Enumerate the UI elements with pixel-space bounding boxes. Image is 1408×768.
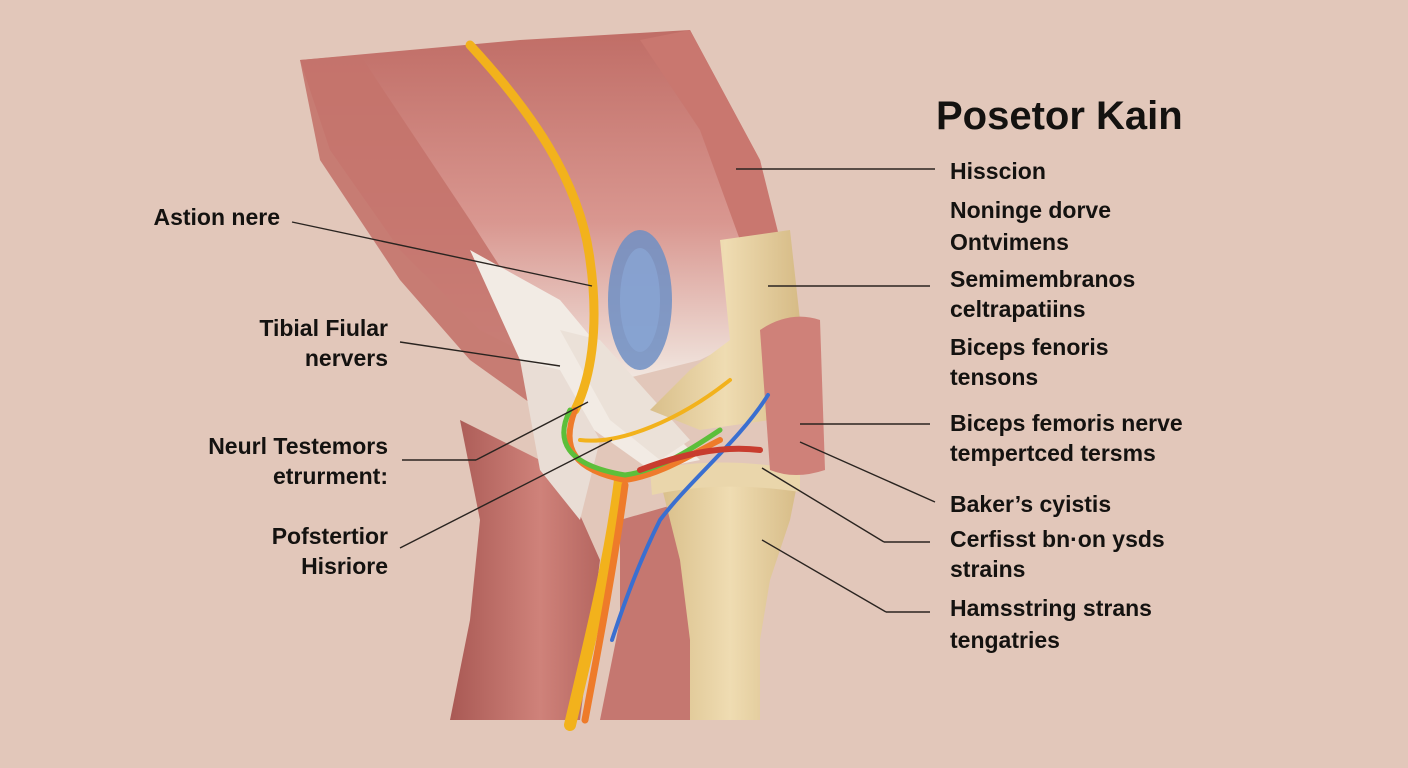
label-line: nervers xyxy=(304,345,388,371)
label-line: Neurl Testemors xyxy=(208,433,388,459)
tibial-nerve-trunk xyxy=(564,474,626,731)
gastrocnemius-medial xyxy=(600,500,700,720)
bakers-cyst xyxy=(608,230,672,370)
leader-line-left-1 xyxy=(291,221,593,287)
label-line: Cerfisst bn·on ysds xyxy=(950,526,1165,552)
label-line: Noninge dorve xyxy=(950,197,1112,223)
label-line: Tibial Fiular xyxy=(259,315,388,341)
label-line: celtrapatiins xyxy=(950,296,1086,322)
label-right-6: Baker’s cyistis xyxy=(950,489,1111,519)
leader-line-right-4 xyxy=(799,441,936,503)
label-line: tengatries xyxy=(950,627,1060,653)
label-left-2: Tibial Fiular nervers xyxy=(259,313,388,373)
leader-line-right-5b xyxy=(761,467,885,543)
label-line: tensons xyxy=(950,364,1039,390)
label-line: Biceps fenoris xyxy=(950,334,1109,360)
label-line: Baker’s cyistis xyxy=(950,491,1112,517)
label-line: etrurment: xyxy=(272,463,388,489)
leader-line-left-4 xyxy=(399,439,613,549)
label-line: Hisscion xyxy=(950,158,1046,184)
popliteal-artery xyxy=(637,445,763,473)
label-line: Ontvimens xyxy=(950,229,1069,255)
sciatic-nerve xyxy=(465,40,599,415)
label-line: Astion nere xyxy=(153,204,280,230)
label-line: strains xyxy=(950,556,1026,582)
popliteal-vein xyxy=(610,393,770,642)
leader-lines xyxy=(291,168,936,613)
label-line: Semimembranos xyxy=(950,266,1136,292)
label-right-2: Noninge dorve Ontvimens xyxy=(950,194,1111,258)
label-right-8: Hamsstring strans tengatries xyxy=(950,592,1152,656)
calf-muscles xyxy=(450,360,700,720)
label-right-1: Hisscion xyxy=(950,156,1046,186)
femur xyxy=(650,230,800,430)
leader-line-left-3b xyxy=(475,401,589,461)
nerve-yellow-branch xyxy=(578,378,732,443)
label-right-7: Cerfisst bn·on ysds strains xyxy=(950,524,1165,584)
label-right-5: Biceps femoris nerve tempertced tersms xyxy=(950,408,1183,468)
label-line: Hamsstring strans xyxy=(950,595,1152,621)
tibia xyxy=(660,470,800,720)
nerve-branch-green xyxy=(561,407,723,478)
diagram-title: Posetor Kain xyxy=(936,94,1183,138)
label-left-1: Astion nere xyxy=(153,202,280,232)
common-peroneal-nerve xyxy=(581,481,629,724)
label-line: Pofstertior xyxy=(271,523,388,549)
label-line: Hisriore xyxy=(301,553,388,579)
nerves-and-vessels xyxy=(465,40,770,731)
bones xyxy=(650,230,825,720)
thigh-muscle-lateral xyxy=(300,55,560,410)
label-left-3: Neurl Testemors etrurment: xyxy=(208,431,388,491)
label-right-3: Semimembranos celtrapatiins xyxy=(950,264,1135,324)
label-right-4: Biceps fenoris tensons xyxy=(950,332,1109,392)
leader-line-left-2 xyxy=(399,341,561,367)
label-line: Biceps femoris nerve xyxy=(950,410,1183,436)
femoral-condyle xyxy=(760,316,825,475)
popliteal-fat xyxy=(520,360,600,520)
thigh-muscle-medial xyxy=(640,30,780,240)
label-left-4: Pofstertior Hisriore xyxy=(272,521,388,581)
leader-line-right-6b xyxy=(761,539,887,613)
label-line: tempertced tersms xyxy=(950,440,1156,466)
